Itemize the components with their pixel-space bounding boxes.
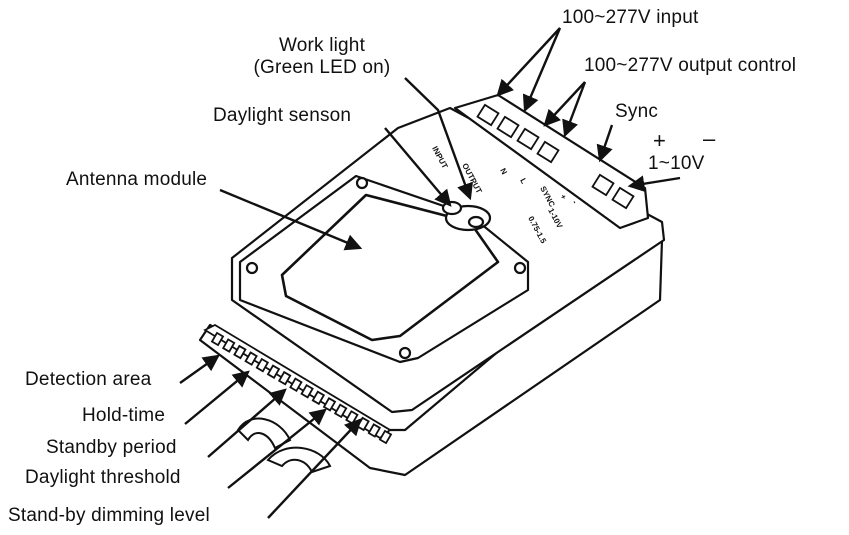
mounting-clips xyxy=(236,417,332,474)
dip-switch xyxy=(367,423,382,438)
term-plus-text: + xyxy=(558,193,568,202)
dip-switch xyxy=(322,397,337,412)
dip-switch xyxy=(266,364,281,379)
dip-switch xyxy=(300,383,314,399)
standby-period-label: Standby period xyxy=(46,437,177,458)
minus-label: – xyxy=(703,126,716,151)
dip-switch xyxy=(233,344,247,360)
terminal-block xyxy=(476,103,635,210)
daylight-threshold-label: Daylight threshold xyxy=(25,467,181,488)
dip-switch xyxy=(221,338,236,353)
plus-label: + xyxy=(653,128,667,153)
dip-switch xyxy=(311,390,326,406)
hold-time-label: Hold-time xyxy=(82,405,166,426)
term-l-text: L xyxy=(518,177,528,186)
dip-switch xyxy=(289,377,303,393)
term-minus-text: - xyxy=(570,199,579,206)
dip-switch xyxy=(277,370,292,386)
callout-arrows xyxy=(179,27,681,519)
sync-label: Sync xyxy=(615,101,659,122)
daylight-sensor-label: Daylight senson xyxy=(213,105,352,126)
term-n-text: N xyxy=(498,167,509,177)
antenna-module-label: Antenna module xyxy=(66,169,208,190)
work-light-line1: Work light xyxy=(278,35,366,56)
input-range-label: 100~277V input xyxy=(562,7,699,28)
standby-dimming-level-label: Stand-by dimming level xyxy=(8,505,210,526)
dip-switch-strip xyxy=(203,323,393,445)
dip-switch xyxy=(210,331,225,347)
dip-switch xyxy=(255,357,270,373)
dip-switch xyxy=(378,429,393,445)
work-light-line2: (Green LED on) xyxy=(253,57,391,78)
dip-switch xyxy=(333,403,348,419)
output-control-label: 100~277V output control xyxy=(584,55,797,76)
detection-area-label: Detection area xyxy=(25,369,152,390)
work-light-label: Work light (Green LED on) xyxy=(232,36,412,77)
dip-switch xyxy=(244,351,258,366)
dimming-range-label: 1~10V xyxy=(648,153,705,174)
